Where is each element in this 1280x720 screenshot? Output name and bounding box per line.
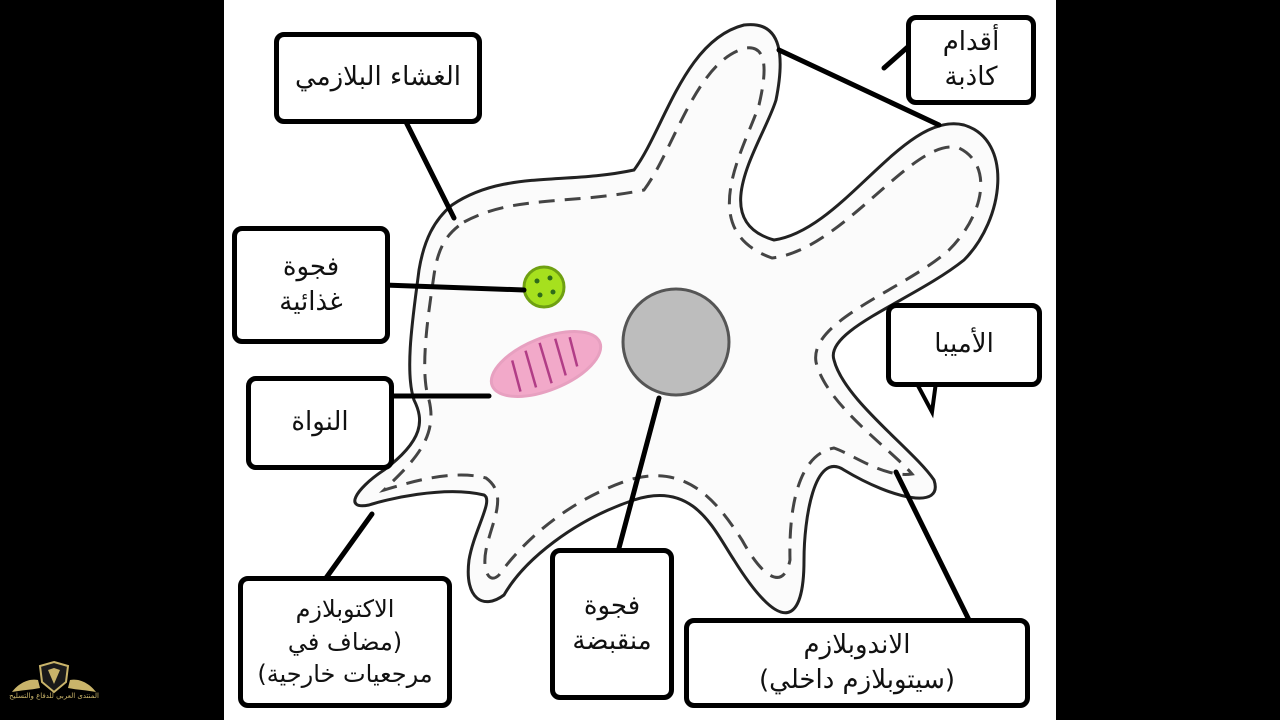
ectoplasm-dashed-line [378, 46, 983, 580]
leader-ectoplasm [323, 511, 375, 581]
pseudopods-line-2: كاذبة [944, 62, 998, 92]
food-vacuole-line-2: غذائية [279, 287, 343, 317]
nucleus [489, 330, 603, 398]
label-pseudopods: أقدام كاذبة [906, 15, 1036, 105]
contractile-vacuole [621, 287, 731, 397]
logo-text: المنتدى العربي للدفاع والتسليح [9, 692, 99, 700]
leader-lines [323, 42, 972, 623]
leader-food-vacuole [381, 282, 527, 293]
label-food-vacuole: فجوة غذائية [232, 226, 390, 344]
food-particle [534, 278, 540, 284]
food-particle [547, 275, 553, 281]
contractile-vacuole-line-2: منقبضة [572, 626, 652, 656]
food-particle [537, 292, 543, 298]
leader-pseudopods [776, 47, 942, 128]
label-nucleus: النواة [246, 376, 394, 470]
shield-wings-logo-icon [12, 660, 96, 694]
label-ectoplasm: الاكتوبلازم (مضاف في مرجعيات خارجية) [238, 576, 452, 708]
leader-plasma-membrane [403, 119, 457, 221]
ectoplasm-line-2: (مضاف في [287, 627, 403, 656]
ectoplasm-line-3: مرجعيات خارجية) [257, 660, 433, 689]
leader-contractile-vacuole [616, 395, 662, 551]
food-particle [550, 289, 556, 295]
endoplasm-line-2: (سيتوبلازم داخلي) [759, 665, 956, 695]
label-endoplasm: الاندوبلازم (سيتوبلازم داخلي) [684, 618, 1030, 708]
label-amoeba: الأميبا [886, 303, 1042, 387]
leader-pseudopods-box [881, 42, 913, 71]
contractile-vacuole-line-1: فجوة [583, 590, 641, 621]
label-plasma-membrane: الغشاء البلازمي [274, 32, 482, 124]
endoplasm-line-1: الاندوبلازم [803, 629, 911, 660]
leader-endoplasm [893, 469, 972, 623]
ectoplasm-line-1: الاكتوبلازم [295, 595, 395, 624]
diagram-canvas: الغشاء البلازمي أقدام كاذبة فجوة غذائية … [224, 0, 1056, 720]
food-vacuole [522, 265, 566, 309]
amoeba-diagram [323, 23, 1000, 623]
food-vacuole-line-1: فجوة [282, 251, 340, 282]
label-contractile-vacuole: فجوة منقبضة [550, 548, 674, 700]
pseudopods-line-1: أقدام [942, 26, 1000, 57]
